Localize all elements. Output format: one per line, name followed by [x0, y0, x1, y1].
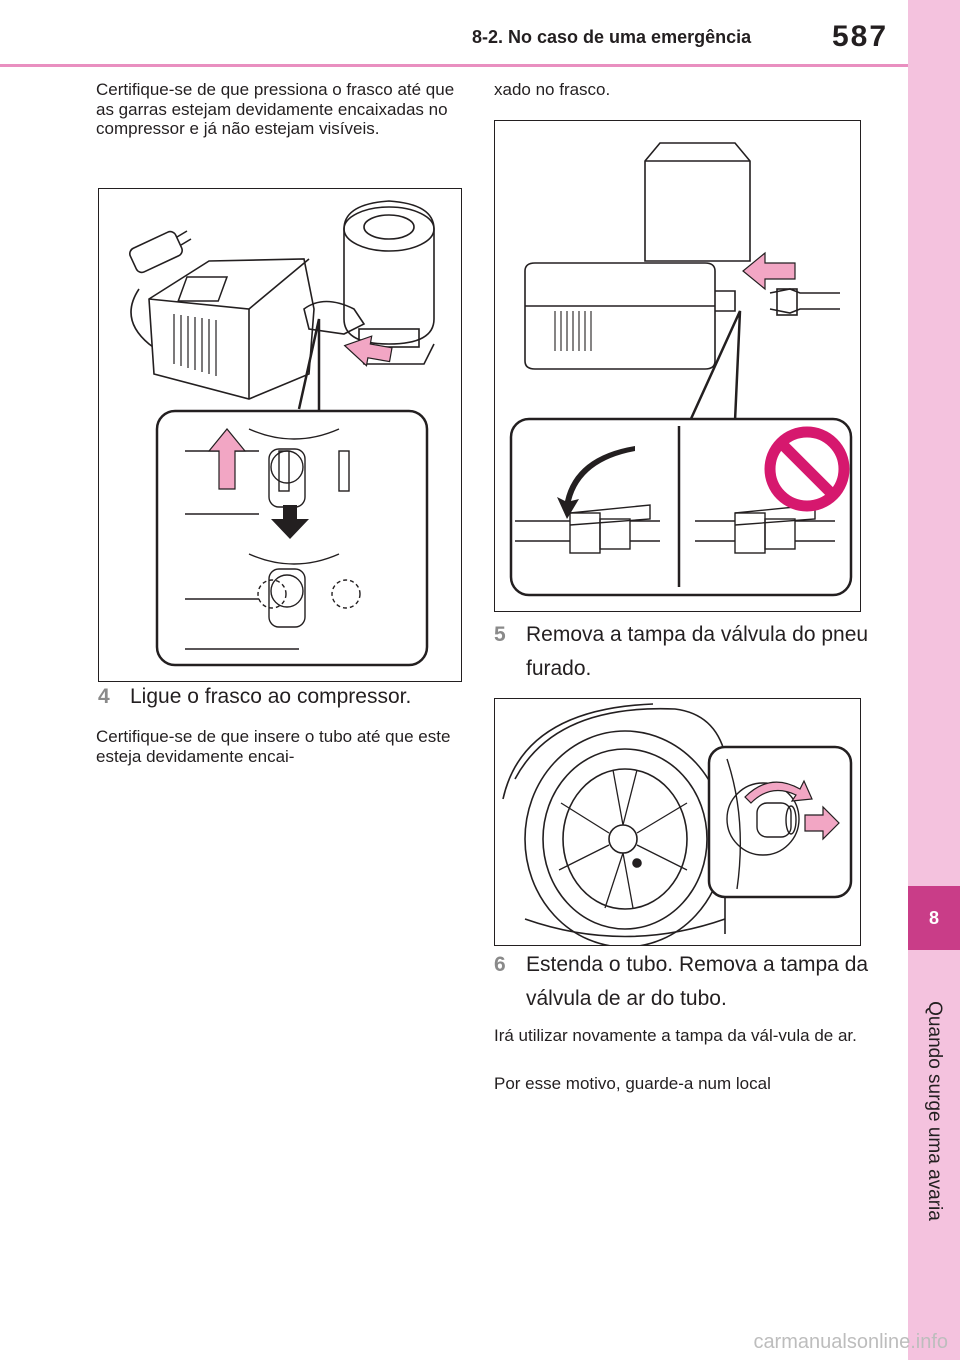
step-6-text: Estenda o tubo. Remova a tampa da válvul… — [526, 953, 869, 1010]
step-6: 6 Estenda o tubo. Remova a tampa da válv… — [494, 948, 874, 1016]
prohibition-icon — [764, 426, 850, 512]
step-5-number: 5 — [494, 623, 506, 646]
step-4-number: 4 — [98, 685, 110, 708]
illustration-tube-into-bottle — [509, 142, 853, 597]
chapter-side-tab — [908, 0, 960, 1360]
watermark: carmanualsonline.info — [753, 1331, 948, 1353]
step-4-text: Ligue o frasco ao compressor. — [130, 685, 412, 708]
step-6-note-2: Por esse motivo, guarde-a num local — [494, 1074, 771, 1093]
chapter-number-badge: 8 — [908, 886, 960, 950]
chapter-title: Quando surge uma avaria — [924, 1001, 945, 1221]
step-6-number: 6 — [494, 953, 506, 976]
section-title: 8-2. No caso de uma emergência — [472, 27, 752, 47]
continuation-text: xado no frasco. — [494, 80, 611, 99]
step-5-text: Remova a tampa da válvula do pneu furado… — [526, 623, 869, 680]
intro-paragraph: Certifique-se de que pressiona o frasco … — [96, 80, 455, 138]
figure-tube-connection — [494, 120, 861, 612]
illustration-remove-valve-cap — [502, 703, 853, 945]
page-number: 587 — [832, 20, 889, 53]
figure-valve-cap-removal — [494, 698, 861, 946]
illustration-bottle-into-compressor — [129, 200, 435, 667]
figure-bottle-compressor — [98, 188, 462, 682]
step-4-note: Certifique-se de que insere o tubo até q… — [96, 727, 451, 766]
step-5: 5 Remova a tampa da válvula do pneu fura… — [494, 618, 874, 686]
step-4: 4 Ligue o frasco ao compressor. — [98, 680, 478, 714]
header-divider — [0, 64, 908, 67]
step-6-note-1: Irá utilizar novamente a tampa da vál-vu… — [494, 1026, 857, 1045]
